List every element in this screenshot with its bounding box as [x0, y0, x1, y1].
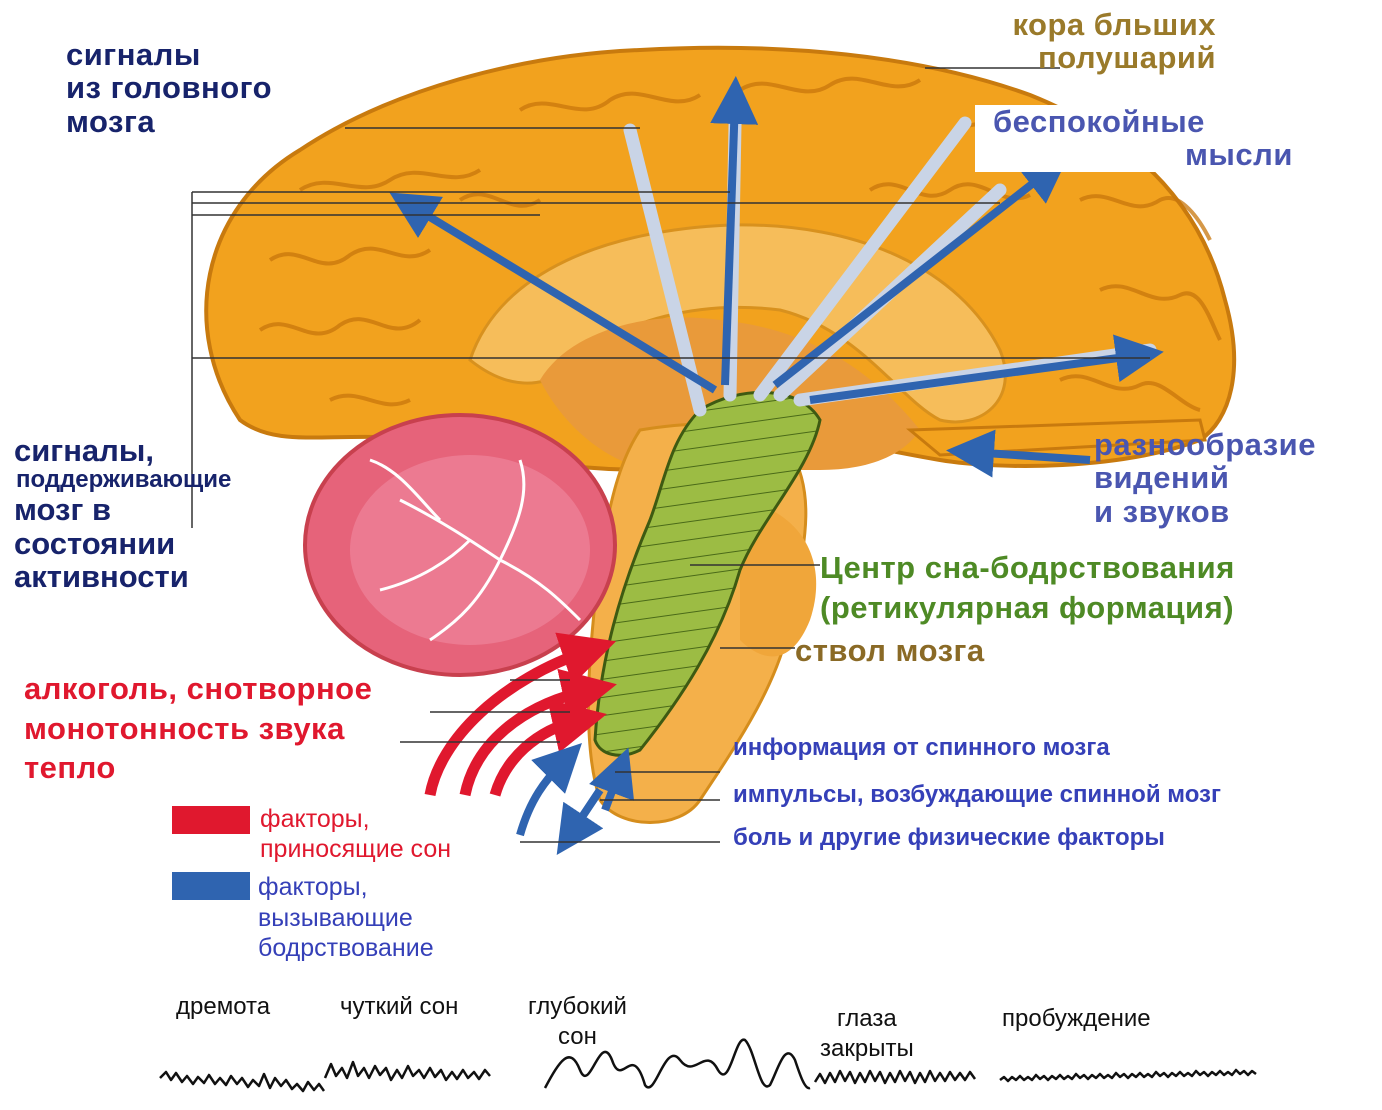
eeg-stage-text: сон [528, 1022, 627, 1052]
eeg-trace-drowsy [160, 1072, 324, 1091]
eeg-label-light-sleep: чуткий сон [340, 992, 458, 1022]
legend-line: факторы, [260, 804, 451, 834]
label-line: (ретикулярная формация) [820, 588, 1235, 628]
label-line: мысли [985, 138, 1293, 171]
label-line: беспокойные [985, 105, 1293, 138]
label-line: активности [14, 560, 231, 593]
legend-line: приносящие сон [260, 834, 451, 864]
label-line: поддерживающие [16, 467, 231, 493]
legend-wake: факторы, вызывающие бодрствование [258, 872, 434, 964]
eeg-trace-eyes-closed [815, 1071, 975, 1083]
label-line: полушарий [978, 41, 1216, 74]
label-line: видений [1094, 461, 1316, 494]
label-spinal-info: информация от спинного мозга [733, 735, 1110, 761]
label-variety: разнообразие видений и звуков [1094, 428, 1316, 528]
label-line: мозга [66, 105, 272, 138]
eeg-label-eyes-closed: глаза закрыты [820, 1004, 914, 1064]
eeg-label-deep-sleep: глубокий сон [528, 992, 627, 1052]
label-line: тепло [24, 748, 372, 788]
label-spinal-impulses: импульсы, возбуждающие спинной мозг [733, 782, 1221, 808]
label-line: боль и другие физические факторы [733, 825, 1165, 851]
legend-swatch-wake [172, 872, 250, 900]
eeg-trace-awake [1000, 1070, 1256, 1081]
label-line: мозг в [14, 493, 231, 526]
label-line: и звуков [1094, 495, 1316, 528]
eeg-trace-light-sleep [325, 1062, 490, 1080]
label-line: импульсы, возбуждающие спинной мозг [733, 782, 1221, 808]
label-line: сигналы [66, 38, 272, 71]
eeg-stage-text: чуткий сон [340, 993, 458, 1020]
cerebellum [305, 415, 615, 675]
legend-swatch-sleep [172, 806, 250, 834]
label-pain: боль и другие физические факторы [733, 825, 1165, 851]
label-line: алкоголь, снотворное [24, 669, 372, 709]
legend-line: факторы, [258, 872, 434, 903]
eeg-label-drowsy: дремота [176, 992, 270, 1022]
eeg-stage-text: дремота [176, 993, 270, 1020]
eeg-stage-text: пробуждение [1002, 1005, 1151, 1032]
label-anxious-thoughts: беспокойные мысли [975, 105, 1303, 172]
label-brain-signals: сигналы из головного мозга [66, 38, 272, 138]
label-activity-signals: сигналы, поддерживающие мозг в состоянии… [14, 434, 231, 594]
label-line: сигналы, [14, 434, 231, 467]
label-line: Центр сна-бодрствования [820, 548, 1235, 588]
label-line: из головного [66, 71, 272, 104]
label-line: информация от спинного мозга [733, 735, 1110, 761]
label-cortex: кора бльших полушарий [978, 8, 1216, 75]
label-center: Центр сна-бодрствования (ретикулярная фо… [820, 548, 1235, 629]
label-line: кора бльших [978, 8, 1216, 41]
legend-sleep: факторы, приносящие сон [260, 804, 451, 864]
label-sleep-causes: алкоголь, снотворное монотонность звука … [24, 669, 372, 788]
eeg-stage-text: закрыты [820, 1034, 914, 1064]
label-line: состоянии [14, 527, 231, 560]
eeg-traces [160, 1040, 1256, 1091]
eeg-label-awake: пробуждение [1002, 1004, 1151, 1034]
label-line: монотонность звука [24, 709, 372, 749]
label-brainstem: ствол мозга [795, 634, 985, 667]
legend-line: бодрствование [258, 933, 434, 964]
label-line: ствол мозга [795, 634, 985, 667]
eeg-stage-text: глубокий [528, 992, 627, 1022]
legend-line: вызывающие [258, 903, 434, 934]
eeg-stage-text: глаза [820, 1004, 914, 1034]
label-line: разнообразие [1094, 428, 1316, 461]
